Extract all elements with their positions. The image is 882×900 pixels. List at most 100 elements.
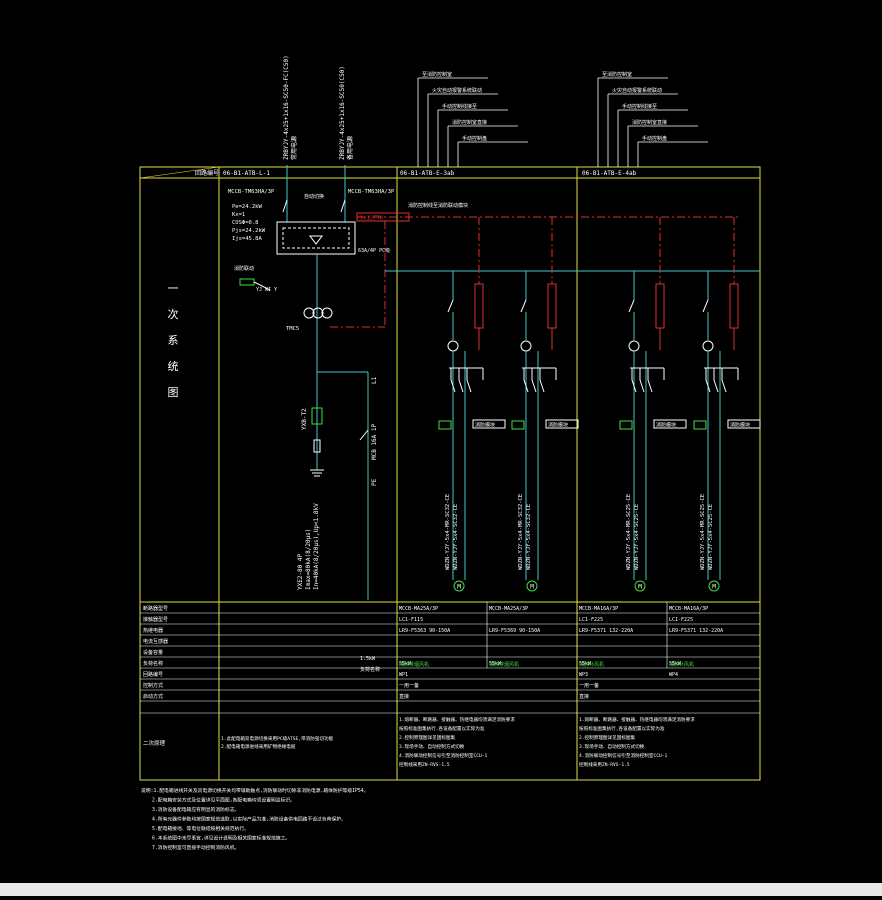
feeder-top-labels: 至消防控制室火灾自动报警系统联动手动控制线接至消防控制室直接手动控制盘至消防控制… — [417, 71, 708, 167]
note-line: 6.本系统图中未尽事宜,详见设计说明及相关国家标准规范施工。 — [152, 835, 290, 842]
remark-mid-line: 1.熔断器、断路器、接触器、热继电器均须满足消防要求 — [399, 716, 515, 723]
table-cell: LC1-F115 — [399, 617, 423, 623]
top-label-text: 消防控制室直接 — [632, 119, 667, 126]
motor-symbol — [526, 580, 538, 592]
table-row-label: 接触器型号 — [143, 616, 168, 623]
top-label-text: 手动控制盘 — [642, 135, 667, 142]
incoming-cable-2: ZRBYJY-4x25+1x16-SC50(C50) — [339, 66, 346, 160]
table-cell: MCCB-MA25A/3P — [489, 606, 528, 612]
fire-module-box — [545, 419, 579, 429]
top-label-text: 至消防控制室 — [602, 71, 632, 78]
table-row-label: 电流互感器 — [143, 638, 168, 645]
feeder-control-relay — [474, 283, 484, 329]
param-line: Kx=1 — [232, 212, 245, 218]
control-box-label: 1x12FTK — [360, 216, 384, 222]
table-left-small: 负荷名称 — [360, 666, 380, 673]
ats-symbol — [309, 235, 323, 245]
fire-module-box — [653, 419, 687, 429]
side-title-char: 统 — [168, 360, 179, 373]
remark-mid-line: 3.现场手动、自动控制方式切换 — [399, 743, 465, 750]
overload-relay — [619, 420, 633, 430]
table-cell: LR9-F5371 132-220A — [579, 628, 633, 634]
motor-label: M — [638, 584, 642, 591]
top-label-text: 火灾自动报警系统联动 — [432, 87, 482, 94]
top-label-text: 手动控制盘 — [462, 135, 487, 142]
table-row-label: 热继电器 — [143, 627, 163, 634]
corner-diagonal — [139, 166, 220, 179]
remark-mid-line: 按照标准图集执行,各设备配置以实际为准 — [399, 725, 485, 732]
fire-module-label: 消防模块 — [656, 422, 676, 429]
top-label-text: 手动控制线接至 — [442, 103, 477, 110]
arrester-label: YXB-T2 — [301, 408, 308, 430]
feeder-breaker — [702, 299, 709, 313]
feeder-cable: WDZN-YJY-5x4-MR-SC25-CE — [626, 494, 632, 570]
fire-tag: 消防联动 — [234, 265, 254, 272]
meter-switch — [359, 429, 369, 441]
motor-symbol — [453, 580, 465, 592]
contactor-contact — [705, 379, 711, 393]
top-label-text: 手动控制线接至 — [622, 103, 657, 110]
param-line: Pjs=24.2kW — [232, 228, 266, 234]
ct-label: TMC5 — [286, 326, 299, 332]
ct-2 — [312, 307, 324, 319]
green-label: 消防补风机 — [669, 661, 694, 668]
overload-relay — [438, 420, 452, 430]
feeder-breaker — [628, 299, 635, 313]
remark-left-line: 1.此配电箱双电源切换采用PC级ATSE,带消防强切功能 — [221, 735, 334, 742]
ats-inner — [282, 227, 350, 249]
table-cell: 55kW — [669, 661, 682, 667]
remark-label: 二次原理 — [143, 739, 166, 747]
fire-module-box — [472, 419, 506, 429]
control-wiring — [330, 212, 740, 328]
ct-3 — [321, 307, 333, 319]
header-panel-left: 06-B1-ATB-L-1 — [223, 170, 270, 177]
fire-module-box — [727, 419, 761, 429]
table-cell: 直接 — [579, 693, 589, 700]
outer-frame — [139, 166, 761, 781]
contactor-contact — [631, 379, 637, 393]
table-cell: 55kW — [489, 661, 502, 667]
feeder-control-relay — [547, 283, 557, 329]
notes: 说明:1.配电箱进线开关及双电源切换开关均带辅助触点,消防联动时切除非消防电源,… — [141, 787, 368, 851]
feeder-ct — [628, 340, 640, 352]
incoming-cable-1-sub: 常用电源 — [290, 136, 298, 160]
table-cell: LR9-F5369 90-150A — [489, 628, 540, 634]
side-title-char: 图 — [168, 386, 179, 399]
feeder-breaker — [447, 299, 454, 313]
green-label: 消防排烟风机 — [399, 661, 429, 668]
table-cell: 一用一备 — [399, 682, 419, 689]
note-line: 说明:1.配电箱进线开关及双电源切换开关均带辅助触点,消防联动时切除非消防电源,… — [141, 787, 368, 794]
table-row-label: 设备容量 — [143, 649, 163, 656]
feeder-control-relay — [729, 283, 739, 329]
table-cell: LC1-F225 — [579, 617, 603, 623]
header-panel-mid: 06-B1-ATB-E-3ab — [400, 170, 455, 177]
fuse-box — [313, 439, 321, 453]
table-cell: 一用一备 — [579, 682, 599, 689]
header-panel-right: 06-B1-ATB-E-4ab — [582, 170, 637, 177]
table-cell: LR9-F5363 90-150A — [399, 628, 450, 634]
fire-tag-sub: YJ WI Y — [256, 287, 277, 293]
contactor-contact — [639, 379, 645, 393]
table-row-label: 回路编号 — [143, 671, 163, 678]
incoming-cable-1: ZRBYJY-4x25+1x16-SC50-FC(C50) — [283, 55, 290, 160]
param-line: Pe=24.2kW — [232, 204, 262, 210]
table-cell: WP1 — [399, 672, 408, 678]
control-bus-label: 消防控制线至消防联动模块 — [408, 202, 468, 209]
table-cell: MCCB-MA25A/3P — [399, 606, 438, 612]
motor-symbol — [708, 580, 720, 592]
remark-mid-line: 控制线采用ZN-RVS-1.5 — [399, 761, 450, 768]
feeder-ct — [447, 340, 459, 352]
feeder-ct — [520, 340, 532, 352]
motor-symbol — [634, 580, 646, 592]
feeder-cable-2: WDZN-YJY-5x4-SC32-CE — [526, 504, 532, 570]
table-left-small: 1.5kW — [360, 656, 376, 662]
contactor-contact — [531, 379, 537, 393]
status-bar — [0, 883, 882, 896]
